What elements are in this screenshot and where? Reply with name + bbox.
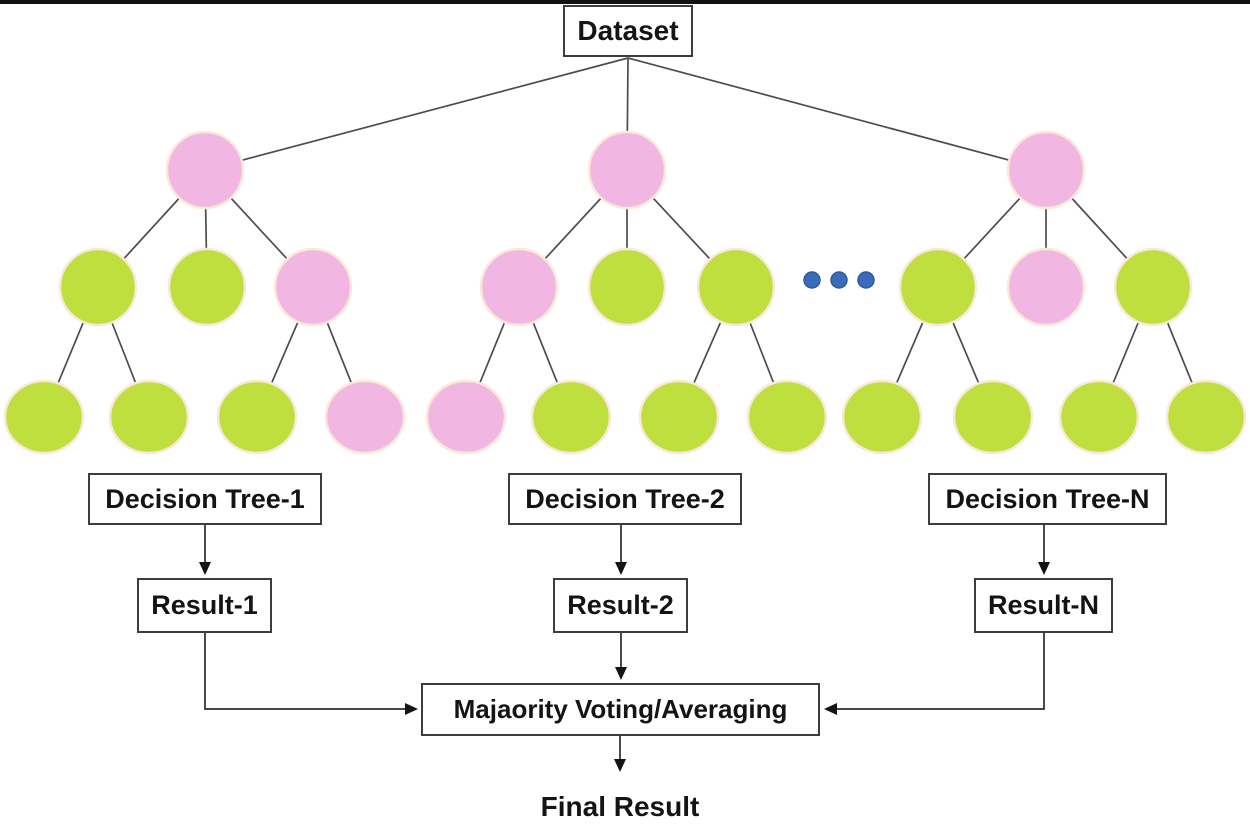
- tree-3-level2-node-1: [898, 247, 978, 327]
- decision-tree-1-label-box: Decision Tree-1: [88, 473, 322, 525]
- tree-2-leaf-node-3: [638, 379, 720, 455]
- arrow-resultN-to-majority: [824, 633, 1045, 715]
- ellipsis-dots: [803, 271, 875, 289]
- ellipsis-dot: [803, 271, 821, 289]
- tree-3-leaf-node-2: [952, 379, 1034, 455]
- tree-1-level2-node-1: [58, 247, 138, 327]
- tree-1-leaf-node-2: [108, 379, 190, 455]
- arrow-result1-to-majority: [204, 633, 418, 715]
- tree-2-leaf-node-1: [425, 379, 507, 455]
- decision-tree-2-label-box: Decision Tree-2: [508, 473, 742, 525]
- tree-1-leaf-node-4: [324, 379, 406, 455]
- tree-2-leaf-node-4: [746, 379, 828, 455]
- tree-3-level2-node-2: [1006, 247, 1086, 327]
- ellipsis-dot: [857, 271, 875, 289]
- tree-2-level2-node-2: [587, 247, 667, 327]
- tree-edges: [43, 57, 1207, 418]
- edge-line: [627, 57, 1047, 171]
- tree-2-root-node: [587, 130, 667, 210]
- edge-line: [204, 57, 629, 171]
- tree-1-level2-node-3: [273, 247, 353, 327]
- tree-3-leaf-node-3: [1058, 379, 1140, 455]
- result-2-box: Result-2: [553, 578, 688, 633]
- tree-1-level2-node-2: [167, 247, 247, 327]
- decision-tree-n-label-box: Decision Tree-N: [928, 473, 1167, 525]
- dataset-box: Dataset: [563, 5, 693, 57]
- tree-2-level2-node-1: [479, 247, 559, 327]
- ellipsis-dot: [830, 271, 848, 289]
- tree-1-leaf-node-3: [216, 379, 298, 455]
- tree-3-leaf-node-4: [1165, 379, 1247, 455]
- final-result-label: Final Result: [540, 791, 700, 822]
- result-n-box: Result-N: [974, 578, 1113, 633]
- tree-3-level2-node-3: [1113, 247, 1193, 327]
- tree-3-root-node: [1006, 130, 1086, 210]
- tree-2-level2-node-3: [696, 247, 776, 327]
- tree-1-leaf-node-1: [3, 379, 85, 455]
- majority-voting-box: Majaority Voting/Averaging: [421, 683, 820, 736]
- top-border-line: [0, 0, 1250, 4]
- tree-1-root-node: [165, 130, 245, 210]
- tree-2-leaf-node-2: [530, 379, 612, 455]
- result-1-box: Result-1: [137, 578, 272, 633]
- tree-3-leaf-node-1: [841, 379, 923, 455]
- tree-nodes: [3, 130, 1247, 455]
- flow-arrows: [199, 525, 1050, 772]
